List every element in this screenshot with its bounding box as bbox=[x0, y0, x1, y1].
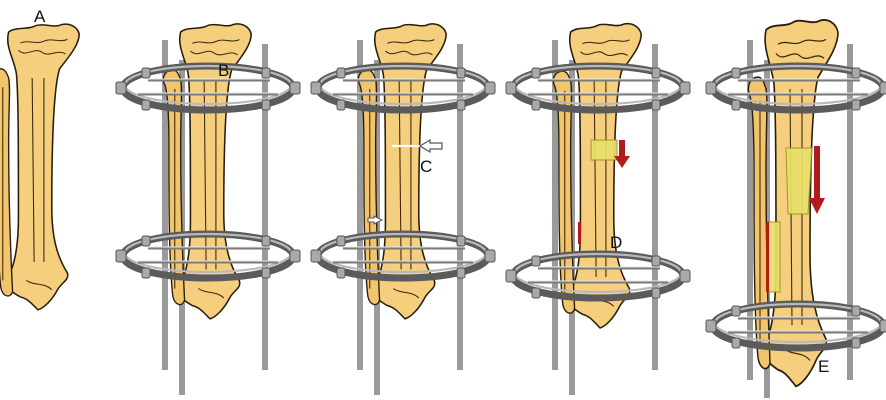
regenerate-bone bbox=[786, 148, 812, 214]
fibula-gap-marker bbox=[766, 222, 769, 292]
panel-c: C bbox=[311, 24, 495, 395]
fibula-regenerate bbox=[768, 222, 780, 292]
panel-b: B bbox=[116, 24, 300, 395]
label-c: C bbox=[420, 157, 432, 176]
fibula-gap-marker bbox=[578, 222, 581, 244]
panel-a: A bbox=[0, 7, 79, 310]
label-d: D bbox=[610, 233, 622, 252]
panel-e: E bbox=[706, 20, 886, 398]
regenerate-bone bbox=[591, 140, 617, 160]
panel-d: D bbox=[506, 24, 690, 395]
label-e: E bbox=[818, 357, 829, 376]
outline-arrow-icon bbox=[420, 140, 442, 152]
label-a: A bbox=[34, 7, 46, 26]
label-b: B bbox=[218, 61, 229, 80]
tibia-bone-a bbox=[0, 24, 79, 310]
